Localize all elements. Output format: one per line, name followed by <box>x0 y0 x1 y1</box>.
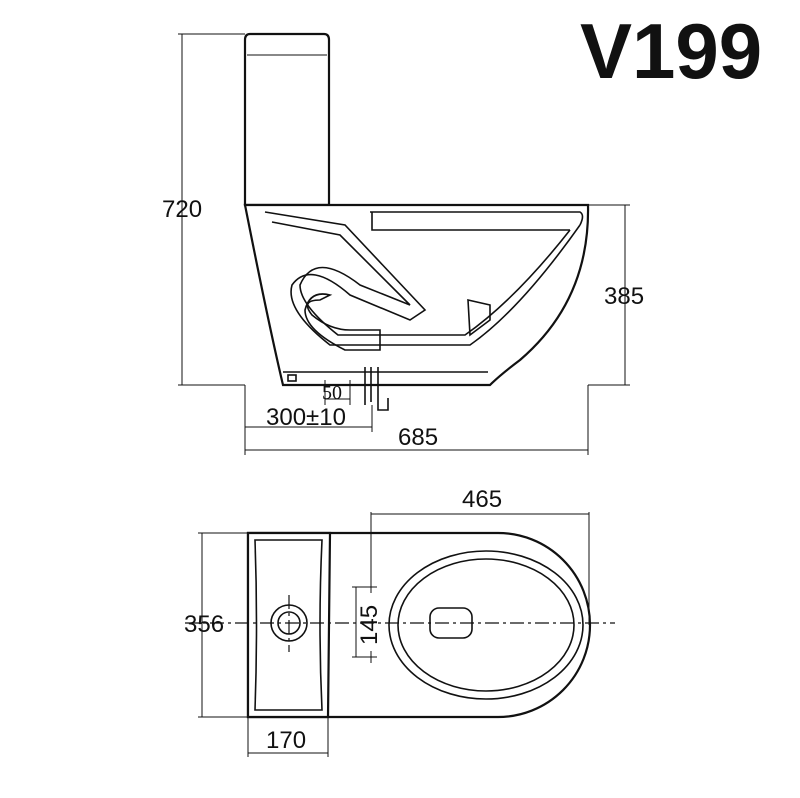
dim-50-line <box>324 380 351 405</box>
dim-385-label: 385 <box>604 283 644 310</box>
dim-385-line <box>588 204 630 386</box>
trap-loop <box>304 293 381 351</box>
trap-outline-outer <box>264 211 581 346</box>
dim-356-label: 356 <box>184 611 224 638</box>
tank-top-inner <box>254 539 323 711</box>
bolt-bottom-icon <box>365 651 377 663</box>
bowl-side-outer <box>243 203 590 387</box>
bowl-top-outer <box>246 531 592 719</box>
base-hole <box>287 374 297 382</box>
dim-170-label: 170 <box>266 727 306 754</box>
dim-300-line <box>244 385 373 432</box>
side-view: 720 385 50 300±10 685 <box>162 32 644 455</box>
dim-170-line <box>247 717 329 757</box>
tank-side <box>243 32 331 207</box>
dim-465-label: 465 <box>462 486 502 513</box>
dim-300-label: 300±10 <box>266 404 346 431</box>
rim-inner <box>467 298 491 337</box>
seat-oval-outer <box>388 550 584 700</box>
dim-50-label: 50 <box>322 382 342 404</box>
dim-685-line <box>244 385 589 455</box>
dim-356-line <box>198 532 248 718</box>
model-title: V199 <box>580 7 762 95</box>
dim-685-label: 685 <box>398 424 438 451</box>
dim-145-line <box>352 586 365 658</box>
outlet-pipe-right <box>377 367 389 411</box>
dim-720-line <box>178 33 245 386</box>
seat-inner <box>371 212 570 231</box>
dim-720-label: 720 <box>162 196 202 223</box>
top-view: 145 465 356 170 <box>184 486 615 757</box>
seat-top <box>370 211 584 226</box>
dim-465-line <box>370 512 590 625</box>
seat-oval-inner <box>397 558 575 692</box>
trap-outline-inner <box>271 221 571 336</box>
dim-145-label: 145 <box>356 605 383 645</box>
